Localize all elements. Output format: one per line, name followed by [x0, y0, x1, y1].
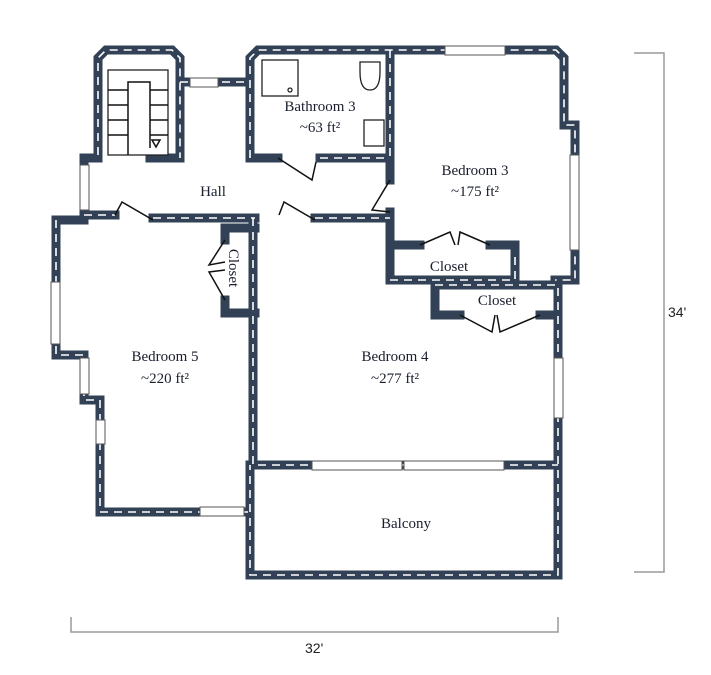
room-bedroom-3-area: ~175 ft² — [451, 184, 500, 200]
room-balcony: Balcony — [381, 516, 431, 532]
stairs — [107, 69, 169, 156]
bathroom-fixtures — [261, 59, 385, 147]
width-dimension-line — [70, 617, 559, 633]
room-bathroom-3-area: ~63 ft² — [300, 120, 341, 136]
height-dimension-line — [634, 52, 665, 573]
toilet-icon — [359, 61, 381, 91]
dimension-lines: 34' 32' — [70, 52, 686, 656]
room-closet-bedroom-4: Closet — [478, 293, 517, 309]
room-labels: Hall Bathroom 3 ~63 ft² Bedroom 3 ~175 f… — [131, 99, 517, 532]
room-bedroom-5-area: ~220 ft² — [141, 371, 190, 387]
sink-icon — [363, 119, 385, 147]
room-bedroom-3: Bedroom 3 — [441, 163, 508, 179]
stair-arrow-icon — [150, 139, 162, 149]
height-dimension-label: 34' — [668, 304, 686, 320]
room-closet-bedroom-3: Closet — [430, 259, 469, 275]
room-closet-bedroom-5: Closet — [225, 249, 241, 288]
room-bathroom-3: Bathroom 3 — [284, 99, 355, 115]
width-dimension-label: 32' — [305, 640, 323, 656]
doors — [114, 157, 541, 334]
room-bedroom-4: Bedroom 4 — [361, 349, 429, 365]
windows — [50, 45, 580, 517]
room-bedroom-4-area: ~277 ft² — [371, 371, 420, 387]
room-hall: Hall — [200, 184, 226, 200]
shower-icon — [261, 59, 299, 97]
room-bedroom-5: Bedroom 5 — [131, 349, 198, 365]
